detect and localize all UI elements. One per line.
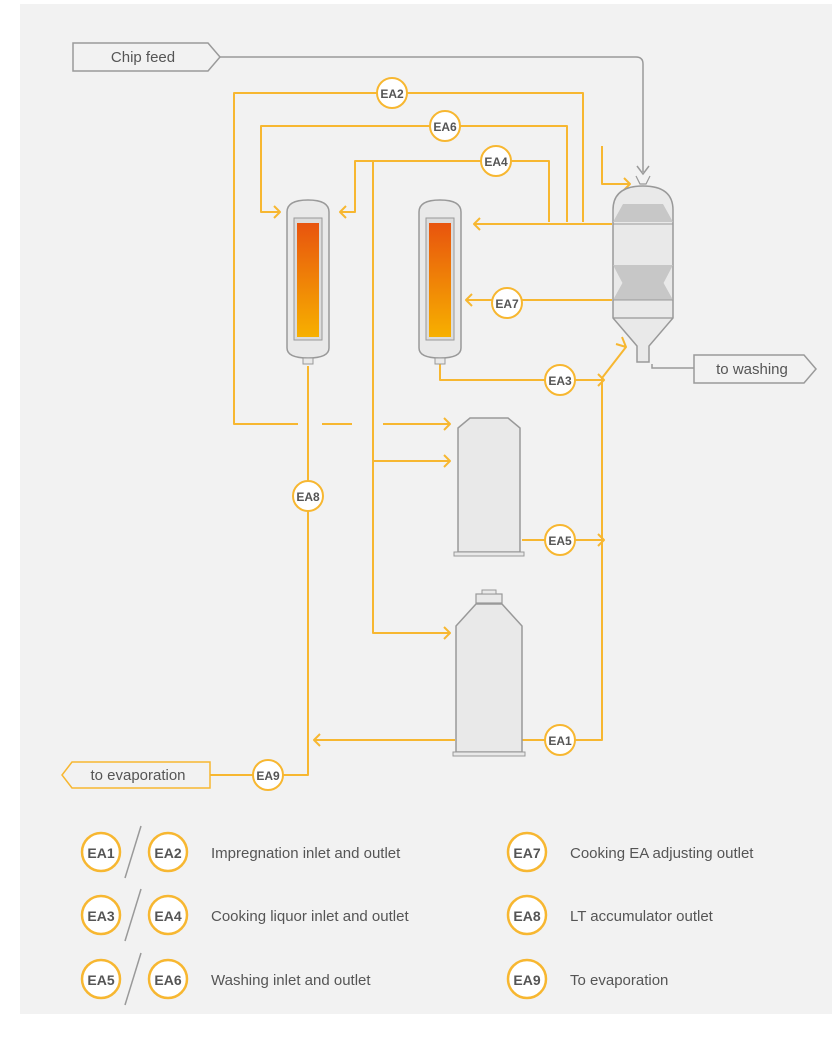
chip-feed-arrow [636,165,650,176]
pipe-trunk [372,161,450,634]
badge-ea9[interactable]: EA9 [252,759,284,791]
badge-ea5[interactable]: EA5 [544,524,576,556]
legend-text-3: Washing inlet and outlet [211,972,371,989]
to-evaporation-tag: to evaporation [61,761,211,789]
svg-text:EA7: EA7 [495,297,519,311]
arrow-tank1-top [443,417,451,431]
arrow-ea7-inlet [465,293,473,307]
svg-text:EA7: EA7 [513,845,540,861]
digester [612,175,674,363]
legend-text-ea8: LT accumulator outlet [570,908,714,925]
legend-single-ea9: EA9 To evaporation [506,958,668,1000]
svg-text:EA2: EA2 [154,845,181,861]
svg-text:EA9: EA9 [256,769,280,783]
grey-lines [216,56,694,369]
legend-pair-3: EA5 EA6 Washing inlet and outlet [80,952,371,1006]
washing-line [651,364,694,369]
washing-tank [453,417,525,557]
svg-text:EA9: EA9 [513,972,540,988]
badge-ea2[interactable]: EA2 [376,77,408,109]
badge-ea1[interactable]: EA1 [544,724,576,756]
badge-ea8[interactable]: EA8 [292,480,324,512]
svg-text:EA4: EA4 [154,908,181,924]
arrow-vessel2-inlet [473,217,481,231]
chip-feed-tag: Chip feed [72,42,221,72]
arrow-return [313,733,321,747]
svg-text:EA1: EA1 [548,734,572,748]
badge-ea7[interactable]: EA7 [491,287,523,319]
legend-pair-1: EA1 EA2 Impregnation inlet and outlet [80,825,401,879]
svg-text:EA6: EA6 [433,120,457,134]
svg-text:EA3: EA3 [548,374,572,388]
heating-element-2 [429,223,451,337]
badge-ea4[interactable]: EA4 [480,145,512,177]
pipe-ea6 [260,125,568,222]
legend-text-ea7: Cooking EA adjusting outlet [570,845,754,862]
pipe-top-inlet [601,146,630,185]
arrow-tank1-mid [443,454,451,468]
arrow-ea6-vessel1 [273,205,281,219]
arrow-ea5 [597,533,605,547]
to-washing-tag: to washing [693,354,817,384]
svg-text:EA3: EA3 [87,908,114,924]
svg-text:EA1: EA1 [87,845,114,861]
svg-text:to washing: to washing [716,361,788,378]
legend-single-ea8: EA8 LT accumulator outlet [506,894,714,936]
svg-text:EA4: EA4 [484,155,508,169]
legend-text-1: Impregnation inlet and outlet [211,845,401,862]
accumulator-tank [452,589,526,757]
arrow-ea3 [597,373,605,387]
svg-text:EA2: EA2 [380,87,404,101]
badge-ea6[interactable]: EA6 [429,110,461,142]
diagram-background [20,4,832,1014]
impregnation-vessel-1 [286,199,330,365]
legend-text-2: Cooking liquor inlet and outlet [211,908,409,925]
svg-text:EA6: EA6 [154,972,181,988]
pipe-ea4 [340,160,550,222]
svg-text:EA5: EA5 [548,534,572,548]
svg-text:EA8: EA8 [513,908,540,924]
legend-single-ea7: EA7 Cooking EA adjusting outlet [506,831,754,873]
legend: EA1 EA2 Impregnation inlet and outlet EA… [80,825,754,1006]
pipe-ea2 [233,92,584,425]
svg-text:EA5: EA5 [87,972,114,988]
heating-element-1 [297,223,319,337]
legend-pair-2: EA3 EA4 Cooking liquor inlet and outlet [80,888,409,942]
svg-text:to evaporation: to evaporation [90,767,185,784]
svg-text:EA8: EA8 [296,490,320,504]
cooking-vessel-2 [418,199,462,365]
arrow-tank2 [443,626,451,640]
pipe-riser [588,346,627,741]
legend-text-ea9: To evaporation [570,972,668,989]
svg-text:Chip feed: Chip feed [111,49,175,66]
arrow-riser [615,336,627,348]
arrow-ea4-vessel1 [339,205,347,219]
badge-ea3[interactable]: EA3 [544,364,576,396]
chip-feed-line [216,56,644,172]
